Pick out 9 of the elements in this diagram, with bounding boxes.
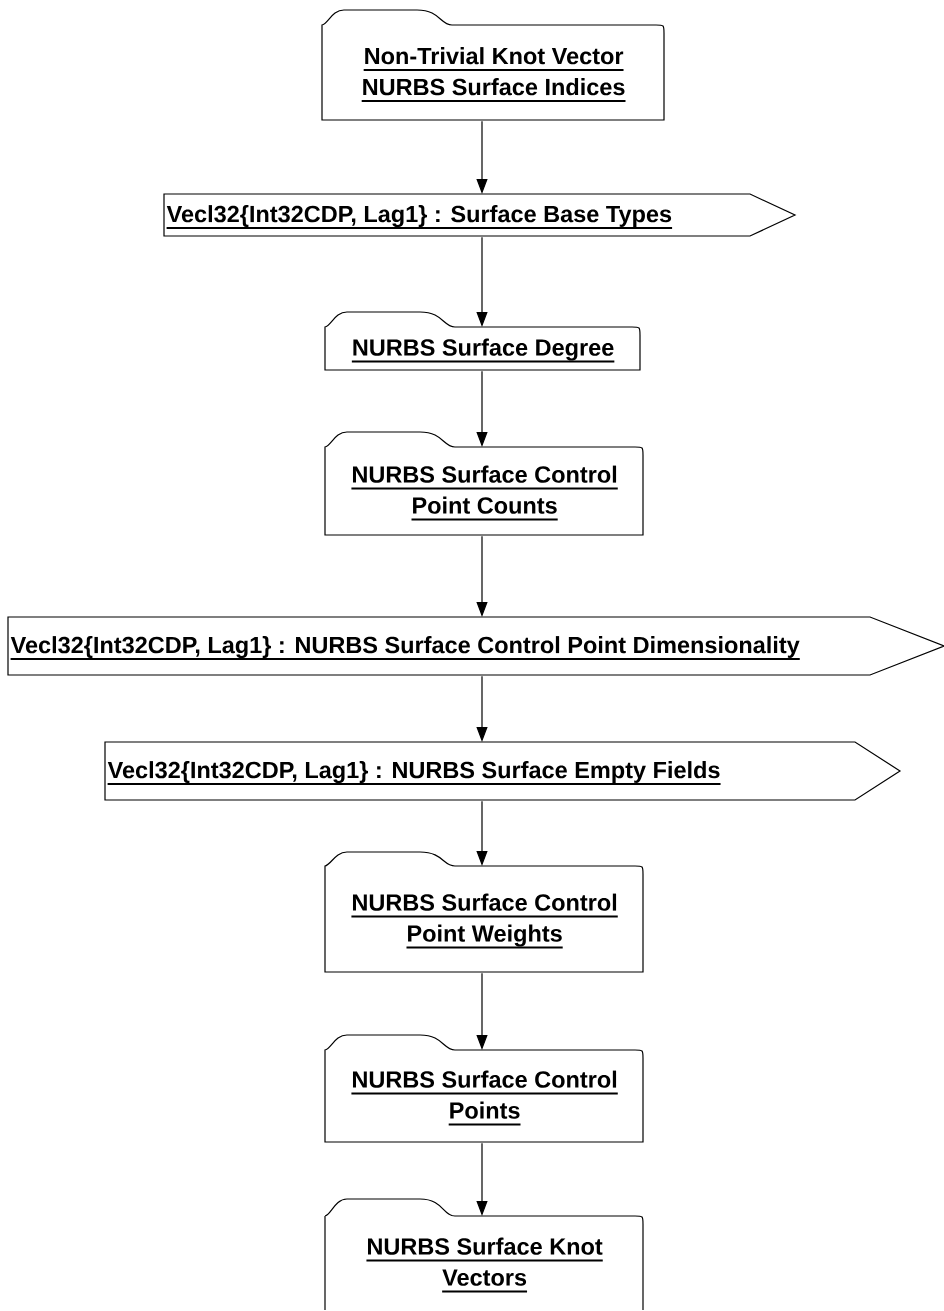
folder-box: NURBS Surface Control Point Counts (324, 431, 644, 536)
pentagon-box: Vecl32{Int32CDP, Lag1} : NURBS Surface Empty Fields (104, 741, 902, 801)
folder-box: NURBS Surface Control Points (324, 1034, 644, 1143)
pentagon-box: Vecl32{Int32CDP, Lag1} : NURBS Surface Control Point Dimensionality (7, 616, 944, 676)
folder-box: Non-Trivial Knot Vector NURBS Surface Indices (321, 9, 665, 121)
folder-box: NURBS Surface Knot Vectors (324, 1198, 644, 1311)
pentagon-box: Vecl32{Int32CDP, Lag1} : Surface Base Types (163, 193, 797, 237)
folder-box: NURBS Surface Control Point Weights (324, 851, 644, 973)
folder-box: NURBS Surface Degree (324, 311, 641, 371)
